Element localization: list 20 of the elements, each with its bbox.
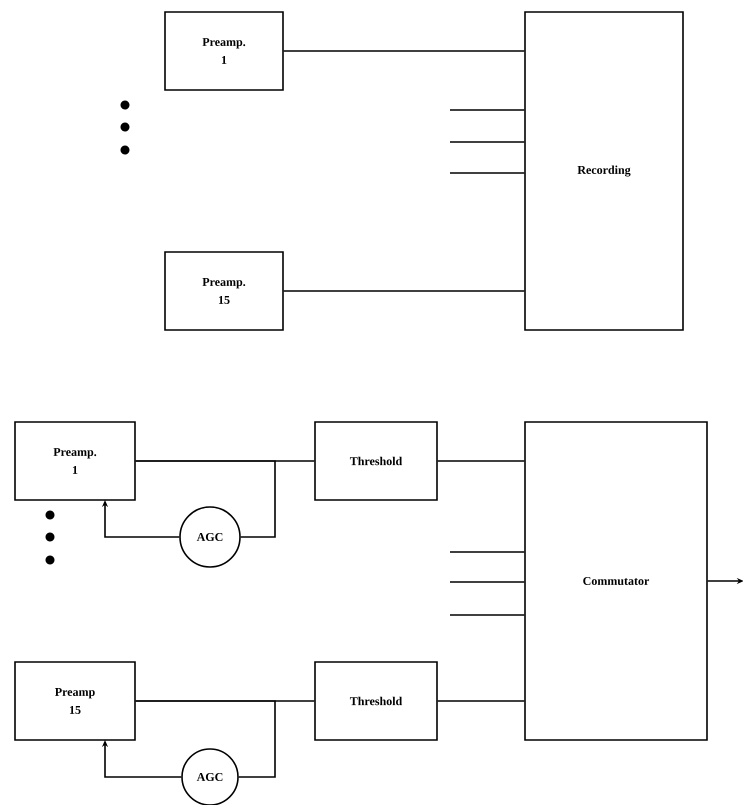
process-box: Threshold — [314, 421, 438, 501]
process-box: Threshold — [314, 661, 438, 741]
connector-line — [450, 581, 524, 583]
process-box: Preamp. 15 — [164, 251, 284, 331]
connector-line — [450, 172, 524, 174]
process-box: Commutator — [524, 421, 708, 741]
connector-line — [136, 460, 276, 538]
process-box: Preamp. 1 — [164, 11, 284, 91]
connector-line — [450, 141, 524, 143]
connector-line — [450, 551, 524, 553]
connector-line — [136, 700, 276, 778]
connector-line — [450, 614, 524, 616]
connector-line — [438, 700, 524, 702]
process-box: Recording — [524, 11, 684, 331]
connector-line — [438, 460, 524, 462]
connector-line — [284, 290, 524, 292]
process-box: Preamp 15 — [14, 661, 136, 741]
connector-line — [284, 50, 524, 52]
process-box: Preamp. 1 — [14, 421, 136, 501]
connector-line — [450, 109, 524, 111]
